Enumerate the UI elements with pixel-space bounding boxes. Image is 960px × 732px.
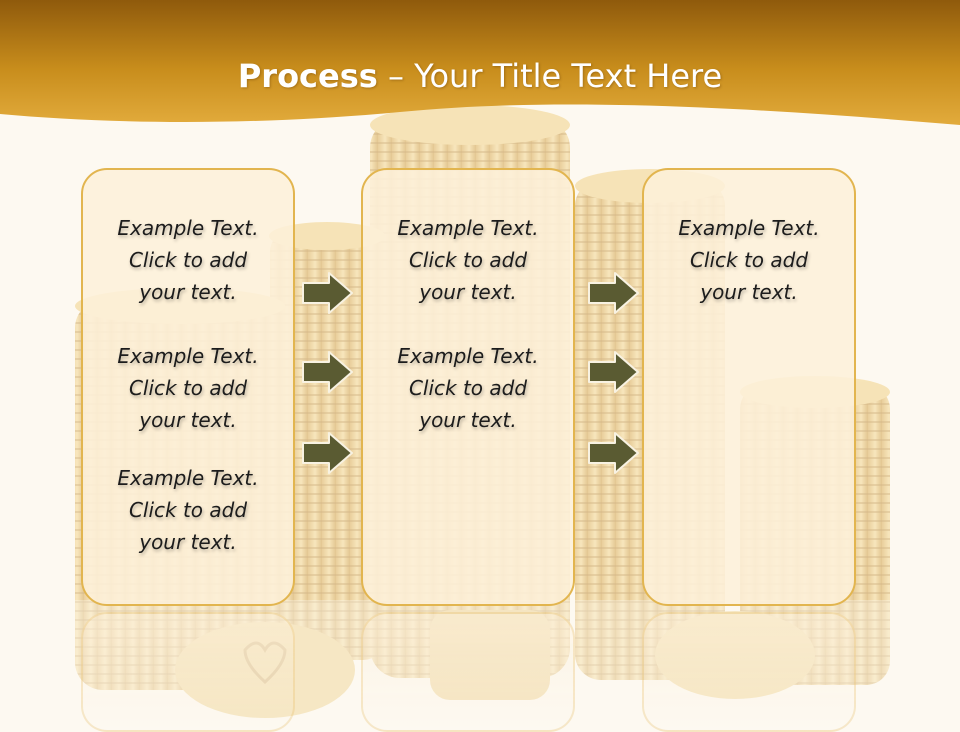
- box-reflection: [361, 612, 575, 732]
- text-line: your text.: [139, 280, 237, 304]
- text-item[interactable]: Example Text. Click to add your text.: [83, 212, 293, 308]
- text-line: Click to add: [408, 376, 528, 400]
- text-line: Click to add: [128, 248, 248, 272]
- right-arrow-icon: [302, 351, 353, 393]
- text-line: your text.: [139, 408, 237, 432]
- right-arrow-icon: [302, 272, 353, 314]
- title-bold: Process: [237, 57, 378, 95]
- right-arrow-icon: [302, 432, 353, 474]
- text-box-3[interactable]: Example Text. Click to add your text.: [642, 168, 856, 606]
- text-line: Example Text.: [397, 216, 539, 240]
- text-line: Click to add: [408, 248, 528, 272]
- right-arrow-icon: [588, 272, 639, 314]
- text-line: your text.: [419, 408, 517, 432]
- text-line: Click to add: [128, 376, 248, 400]
- text-line: your text.: [419, 280, 517, 304]
- text-line: Example Text.: [117, 216, 259, 240]
- text-line: Click to add: [128, 498, 248, 522]
- text-item[interactable]: Example Text. Click to add your text.: [83, 340, 293, 436]
- text-line: your text.: [700, 280, 798, 304]
- text-line: Example Text.: [117, 344, 259, 368]
- header-band: [0, 0, 960, 125]
- text-box-1[interactable]: Example Text. Click to add your text. Ex…: [81, 168, 295, 606]
- text-item[interactable]: Example Text. Click to add your text.: [363, 340, 573, 436]
- text-item[interactable]: Example Text. Click to add your text.: [644, 212, 854, 308]
- text-line: Example Text.: [678, 216, 820, 240]
- title-rest: – Your Title Text Here: [377, 57, 723, 95]
- text-line: your text.: [139, 530, 237, 554]
- box-reflection: [642, 612, 856, 732]
- text-item[interactable]: Example Text. Click to add your text.: [83, 462, 293, 558]
- text-line: Click to add: [689, 248, 809, 272]
- text-box-2[interactable]: Example Text. Click to add your text. Ex…: [361, 168, 575, 606]
- text-item[interactable]: Example Text. Click to add your text.: [363, 212, 573, 308]
- right-arrow-icon: [588, 432, 639, 474]
- page-title: Process – Your Title Text Here: [0, 52, 960, 100]
- text-line: Example Text.: [397, 344, 539, 368]
- right-arrow-icon: [588, 351, 639, 393]
- box-reflection: [81, 612, 295, 732]
- text-line: Example Text.: [117, 466, 259, 490]
